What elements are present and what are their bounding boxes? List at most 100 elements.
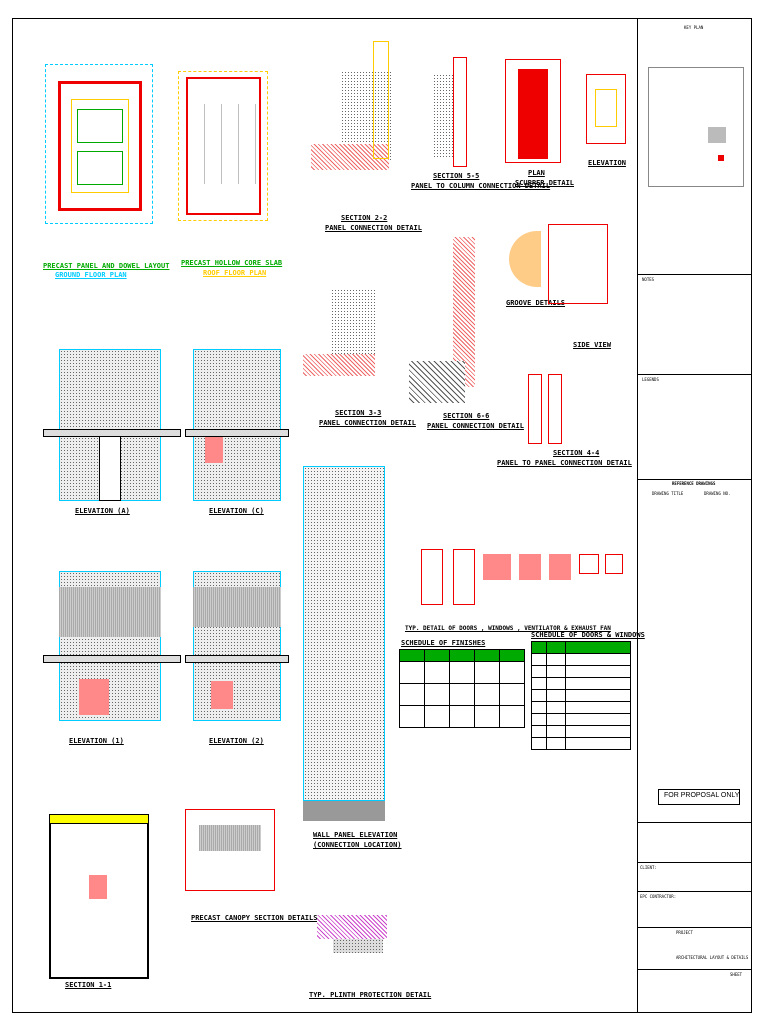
epc-label: EPC CONTRACTOR: [640,894,677,899]
elevation-1-beam [43,655,181,663]
reference-drawings-label: REFERENCE DRAWINGS [672,481,716,486]
door-d2 [453,549,475,605]
drawing-sheet: PRECAST PANEL AND DOWEL LAYOUT GROUND FL… [12,18,752,1013]
title-elevation-scupper: ELEVATION [588,159,626,167]
door-d1 [421,549,443,605]
title-scupper: SCUPPER DETAIL [515,179,575,187]
section-6-6-ground [409,361,465,403]
section-5-5-panel [453,57,467,167]
drawing-title-block: ARCHITECTURAL LAYOUT & DETAILS [676,955,749,960]
elevation-2-window [211,681,233,709]
elevation-1-band [59,587,161,637]
legends-label: LEGENDS [642,377,659,382]
window-w1 [483,554,511,580]
title-section-4-4: SECTION 4-4 [553,449,600,457]
proposal-text: FOR PROPOSAL ONLY [664,792,740,799]
key-plan-label: KEY PLAN [684,25,704,30]
scupper-plan-frame [505,59,561,163]
scupper-elevation-inner [595,89,617,127]
window-w3 [549,554,571,580]
section-5-5-column [433,74,453,159]
hollow-core-slab-strip [188,104,259,184]
title-groove: GROOVE DETAILS [506,299,566,307]
title-elevation-2: ELEVATION (2) [209,737,264,745]
section-2-2-slab [311,144,389,170]
hollow-core-slab-outline [178,71,268,221]
title-elevation-1: ELEVATION (1) [69,737,124,745]
canopy-slab [199,825,261,851]
title-section-1-1: SECTION 1-1 [65,981,112,989]
title-panel-connection-3: PANEL CONNECTION DETAIL [427,422,524,430]
elevation-a-door [99,429,121,501]
elevation-c-panel [193,349,281,501]
wall-panel-base [303,801,385,821]
dowel-layout-plan [45,64,153,224]
title-panel-connection-1: PANEL CONNECTION DETAIL [325,224,422,232]
elevation-c-beam [185,429,289,437]
title-dowel-layout: PRECAST PANEL AND DOWEL LAYOUT [43,262,170,270]
title-canopy: PRECAST CANOPY SECTION DETAILS [191,914,318,922]
title-plinth: TYP. PLINTH PROTECTION DETAIL [309,991,432,999]
wall-panel-elevation [303,466,385,801]
title-block: KEY PLAN NOTES LEGENDS REFERENCE DRAWING… [637,19,751,1012]
title-ground-floor: GROUND FLOOR PLAN [55,271,127,279]
drawing-no-label: DRAWING NO. [704,491,731,496]
title-plan: PLAN [528,169,545,177]
section-3-3-base [303,354,375,376]
title-connection-location: (CONNECTION LOCATION) [313,841,402,849]
title-section-2-2: SECTION 2-2 [341,214,388,222]
section-4-4-panel-a [528,374,542,444]
hollow-core-slab [186,77,261,215]
elevation-2-beam [185,655,289,663]
schedule-finishes-table [399,649,525,728]
elevation-c-door [205,437,223,463]
title-panel-connection-2: PANEL CONNECTION DETAIL [319,419,416,427]
notes-label: NOTES [642,277,655,282]
title-elevation-c: ELEVATION (C) [209,507,264,515]
scupper-plan-red [518,69,548,159]
title-side-view: SIDE VIEW [573,341,611,349]
key-plan-drawing [648,67,744,187]
dowel-layout-toilet-b [77,151,123,185]
key-plan-marker [718,155,724,161]
title-schedule-doors: SCHEDULE OF DOORS & WINDOWS [531,631,645,639]
section-2-2-edge [373,41,389,159]
client-label: CLIENT: [640,865,657,870]
dowel-layout-inner [71,99,129,193]
title-schedule-finishes: SCHEDULE OF FINISHES [401,639,486,647]
title-panel-to-column: PANEL TO COLUMN CONNECTION DETAIL [411,182,551,190]
project-label: PROJECT [676,930,693,935]
title-elevation-a: ELEVATION (A) [75,507,130,515]
title-section-5-5: SECTION 5-5 [433,172,480,180]
scupper-elevation [586,74,626,144]
title-hollow-core: PRECAST HOLLOW CORE SLAB [181,259,283,267]
title-roof-floor: ROOF FLOOR PLAN [203,269,267,277]
sheet-label: SHEET [730,972,743,977]
divider-legends [638,374,751,375]
divider-reference [638,479,751,480]
ventilator-v1 [579,554,599,574]
elevation-a-beam [43,429,181,437]
dowel-layout-toilet-a [77,109,123,143]
divider-notes [638,274,751,275]
section-6-6-panel [453,237,475,387]
plinth-base [333,939,383,953]
elevation-1-window [79,679,109,715]
section-1-1-roof [49,814,149,824]
plinth-detail [317,915,387,939]
schedule-doors-table [531,641,631,750]
divider-sheet [638,969,751,970]
proposal-stamp [658,789,740,805]
drawing-title-label: DRAWING TITLE [652,491,684,496]
divider-project [638,927,751,928]
dowel-layout-walls [58,81,142,211]
divider-client [638,862,751,863]
groove-detail [509,231,541,287]
section-1-1 [49,819,149,979]
window-w2 [519,554,541,580]
elevation-2-band [193,587,281,627]
title-panel-to-panel: PANEL TO PANEL CONNECTION DETAIL [497,459,632,467]
side-view [548,224,608,304]
title-typ-doors: TYP. DETAIL OF DOORS , WINDOWS , VENTILA… [405,625,611,632]
title-section-6-6: SECTION 6-6 [443,412,490,420]
